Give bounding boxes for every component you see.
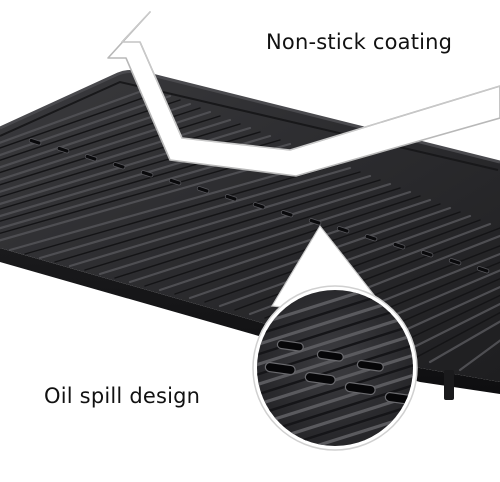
arrow-up-left-icon — [107, 11, 500, 177]
nonstick-coating-label: Non-stick coating — [266, 30, 453, 54]
magnifier-callout-icon — [252, 224, 418, 451]
oil-spill-design-label: Oil spill design — [44, 384, 201, 408]
griddle-leg — [444, 370, 454, 400]
